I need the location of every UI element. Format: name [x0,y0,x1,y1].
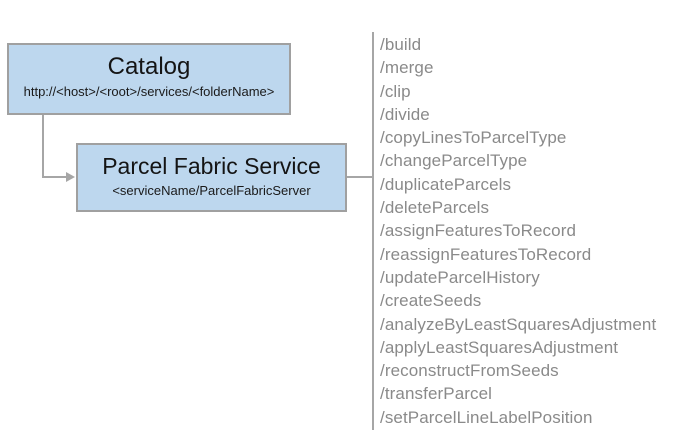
endpoint-item: /setParcelLineLabelPosition [380,407,593,427]
arrowhead-right-icon [66,172,75,182]
endpoint-item: /reconstructFromSeeds [380,361,559,381]
endpoint-item: /changeParcelType [380,151,528,171]
catalog-url: http://<host>/<root>/services/<folderNam… [23,84,275,99]
endpoint-item: /analyzeByLeastSquaresAdjustment [380,314,657,334]
endpoint-item: /copyLinesToParcelType [380,128,567,148]
endpoint-item: /assignFeaturesToRecord [380,221,577,241]
endpoint-item: /createSeeds [380,291,482,311]
service-url: <serviceName/ParcelFabricServer [112,183,311,198]
endpoint-item: /build [380,35,422,54]
endpoint-item: /divide [380,104,430,124]
endpoint-item: /duplicateParcels [380,174,512,194]
endpoint-item: /updateParcelHistory [380,267,540,287]
catalog-title: Catalog [107,53,191,80]
endpoint-item: /clip [380,81,411,101]
endpoint-item: /transferParcel [380,384,493,404]
endpoint-item: /merge [380,58,434,78]
catalog-box: Catalog http://<host>/<root>/services/<f… [7,43,291,115]
endpoints-divider-line [372,32,374,430]
catalog-to-service-connector-vertical [42,115,44,178]
catalog-to-service-connector-horizontal [42,176,68,178]
endpoint-item: /reassignFeaturesToRecord [380,244,592,264]
endpoint-item: /applyLeastSquaresAdjustment [380,337,619,357]
endpoint-list: /build/merge/clip/divide/copyLinesToParc… [380,33,656,429]
endpoint-item: /deleteParcels [380,198,490,218]
parcel-fabric-service-box: Parcel Fabric Service <serviceName/Parce… [76,143,347,212]
service-to-endpoints-connector [347,176,373,178]
service-title: Parcel Fabric Service [102,153,321,179]
